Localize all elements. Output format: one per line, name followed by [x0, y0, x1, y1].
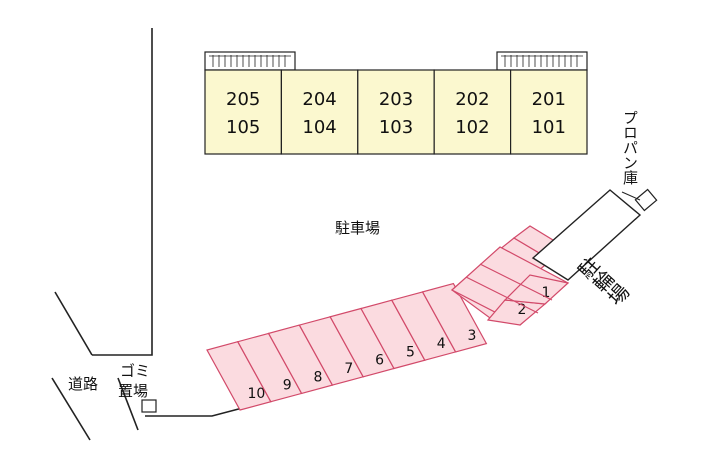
garbage-area: ゴミ 置場 — [118, 362, 157, 413]
parking-space-number: 6 — [375, 353, 384, 369]
parking-space-number: 5 — [406, 344, 415, 360]
unit-lower-number: 101 — [532, 117, 566, 138]
propane-storage-label: プロパン庫 — [621, 110, 639, 185]
railing-left — [204, 51, 296, 71]
parking-spaces: 10 9 8 7 6 5 4 3 21 — [206, 225, 570, 411]
parking-space-number: 8 — [314, 369, 323, 385]
boundary-lines — [51, 28, 251, 441]
road-edge-upper — [54, 291, 93, 356]
building-railings — [204, 51, 588, 71]
road-edge-garbage — [117, 377, 139, 431]
railing-bars — [209, 55, 583, 67]
bicycle-parking-area — [531, 189, 642, 281]
parking-space-number: 2 — [518, 302, 527, 318]
parking-divider — [465, 276, 539, 314]
propane-storage: プロパン庫 — [621, 110, 658, 212]
unit-cell — [204, 69, 283, 155]
parking-space — [503, 274, 570, 305]
unit-cell — [280, 69, 359, 155]
parking-divider — [479, 263, 553, 301]
parking-space-number: 1 — [542, 285, 551, 301]
parking-space-number: 4 — [437, 336, 446, 352]
parking-space-number: 7 — [344, 361, 353, 377]
lower-boundary-line — [145, 405, 251, 417]
unit-upper-number: 204 — [302, 89, 336, 110]
unit-lower-number: 105 — [226, 117, 260, 138]
parking-space — [421, 282, 488, 353]
unit-lower-number: 103 — [379, 117, 413, 138]
unit-upper-number: 205 — [226, 89, 260, 110]
parking-space-number: 3 — [468, 328, 477, 344]
left-boundary-line — [92, 28, 153, 356]
unit-cell — [357, 69, 435, 155]
unit-cell — [433, 69, 512, 155]
unit-upper-number: 203 — [379, 89, 413, 110]
garbage-label-line2: 置場 — [118, 382, 148, 400]
propane-leader-line — [621, 191, 641, 201]
building: 205 105 204 104 203 103 202 102 201 101 — [204, 69, 588, 155]
garbage-box — [141, 399, 157, 413]
road-edge-lower — [51, 377, 91, 441]
propane-storage-box — [634, 188, 658, 212]
parking-space-number: 9 — [283, 378, 292, 394]
unit-upper-number: 201 — [532, 89, 566, 110]
unit-cell — [510, 69, 588, 155]
parking-lot-label: 駐車場 — [335, 219, 380, 237]
unit-lower-number: 104 — [302, 117, 336, 138]
garbage-label-line1: ゴミ — [120, 362, 150, 380]
unit-lower-number: 102 — [455, 117, 489, 138]
railing-right — [496, 51, 588, 71]
unit-upper-number: 202 — [455, 89, 489, 110]
parking-space-number: 10 — [247, 386, 265, 402]
road-label: 道路 — [68, 375, 98, 393]
bicycle-parking-label: 駐輪場 — [572, 253, 633, 311]
